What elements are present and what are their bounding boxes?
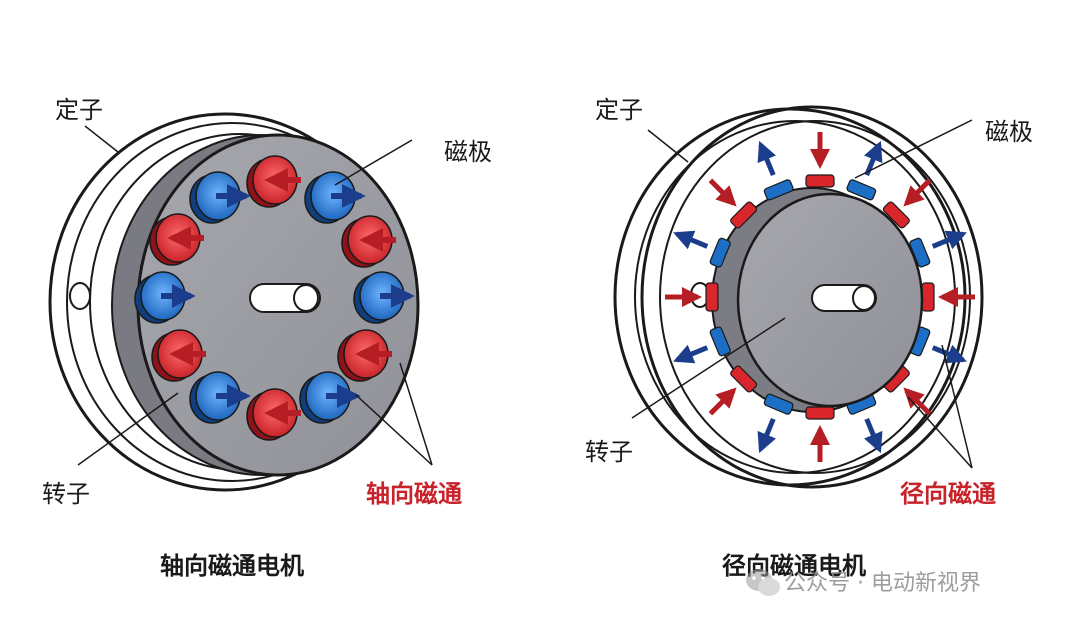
radial-flux-label: 径向磁通: [900, 480, 996, 508]
outward-flux-arrow: [931, 344, 967, 364]
south-pole-magnet: [846, 179, 877, 201]
axial-flux-label: 轴向磁通: [366, 480, 462, 508]
radial-pole-leader: [854, 119, 973, 179]
south-pole-magnet: [189, 371, 251, 424]
inward-flux-arrow: [903, 387, 932, 416]
axial-shaft-end: [293, 284, 319, 312]
radial-flux-leader-1: [941, 344, 973, 469]
north-pole-magnet: [341, 215, 396, 268]
radial-rotor-leader: [631, 317, 786, 419]
outward-flux-arrow: [673, 344, 709, 364]
north-pole-magnet: [246, 388, 301, 441]
axial-magnet-ring: [134, 155, 415, 441]
wechat-icon: [746, 569, 780, 596]
south-pole-magnet: [763, 393, 794, 415]
radial-motor: 定子 磁极 转子 径向磁通 径向磁通电机: [585, 96, 1033, 580]
watermark-text: 公众号 · 电动新视界: [784, 571, 981, 596]
south-pole-magnet: [299, 371, 361, 424]
axial-rotor-leader: [77, 392, 179, 466]
inward-flux-arrow: [708, 178, 737, 207]
axial-pole-label: 磁极: [444, 138, 492, 166]
outward-flux-arrow: [931, 230, 967, 250]
radial-flux-arrows: [665, 132, 975, 462]
radial-rotor-label: 转子: [585, 438, 633, 466]
axial-stator-leader: [84, 125, 119, 153]
outward-flux-arrow: [673, 230, 709, 250]
axial-rotor-label: 转子: [42, 480, 90, 508]
south-pole-magnet: [353, 271, 415, 324]
radial-shaft-end: [852, 285, 876, 311]
axial-pole-leader: [334, 139, 413, 186]
south-pole-magnet: [709, 326, 731, 357]
north-pole-magnet: [730, 365, 758, 393]
south-pole-magnet: [134, 271, 196, 324]
north-pole-magnet: [149, 213, 204, 266]
axial-motor: 定子 磁极 转子 轴向磁通 轴向磁通电机: [42, 96, 492, 580]
outward-flux-arrow: [863, 140, 883, 177]
radial-caption: 径向磁通电机: [722, 552, 866, 580]
radial-stator-leader: [647, 129, 689, 163]
inward-flux-arrow: [903, 178, 932, 207]
south-pole-magnet: [763, 179, 794, 201]
outward-flux-arrow: [757, 140, 777, 177]
inward-flux-arrow: [708, 387, 737, 416]
axial-caption: 轴向磁通电机: [160, 552, 304, 580]
north-pole-magnet: [151, 329, 206, 382]
north-pole-magnet: [246, 155, 301, 208]
outward-flux-arrow: [863, 417, 883, 454]
north-pole-magnet: [805, 406, 835, 420]
radial-flux-leader-2: [907, 396, 973, 469]
south-pole-magnet: [189, 171, 251, 224]
radial-stator-label: 定子: [595, 96, 643, 124]
radial-pole-label: 磁极: [985, 118, 1033, 146]
axial-flux-leader-1: [399, 362, 433, 466]
outward-flux-arrow: [757, 417, 777, 454]
north-pole-magnet: [805, 174, 835, 188]
radial-stator-front: [640, 105, 984, 489]
axial-stator-label: 定子: [55, 96, 103, 124]
south-pole-magnet: [304, 171, 366, 224]
north-pole-magnet: [882, 201, 910, 229]
north-pole-magnet: [730, 201, 758, 229]
watermark: 公众号 · 电动新视界: [742, 563, 1052, 603]
axial-flux-leader-2: [355, 394, 433, 466]
north-pole-magnet: [337, 329, 392, 382]
north-pole-magnet: [705, 282, 719, 312]
south-pole-magnet: [709, 237, 731, 268]
north-pole-magnet: [921, 282, 935, 312]
axial-side-hole: [69, 282, 91, 310]
radial-magnet-ring: [705, 174, 935, 420]
